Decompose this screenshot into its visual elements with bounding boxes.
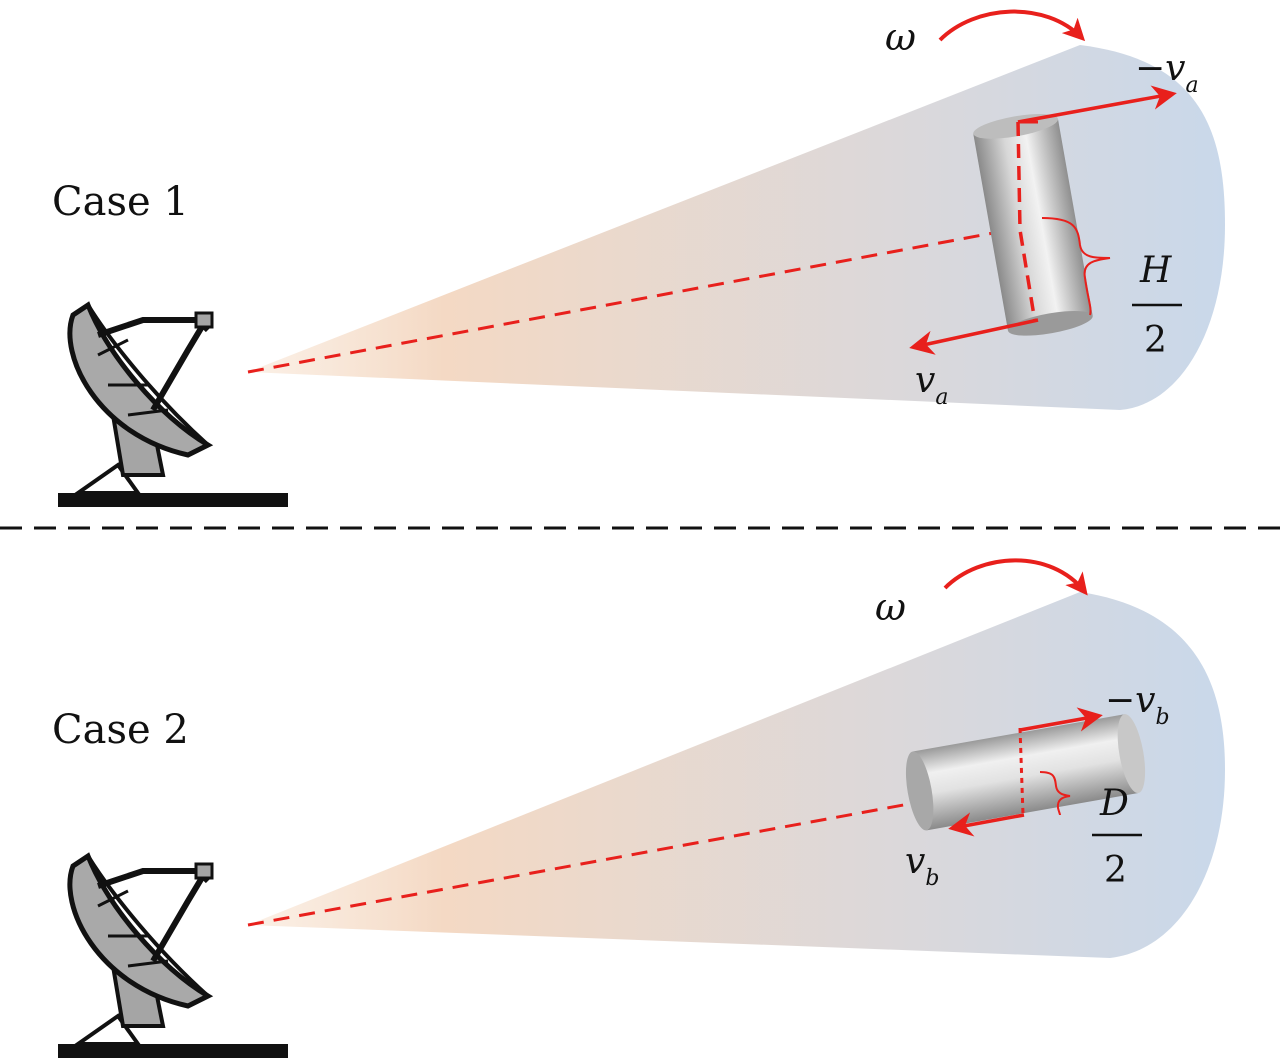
case-1-v-top-label: −va [1135, 48, 1199, 98]
case-1-beam [248, 45, 1225, 410]
rotation-arrow-icon [938, 9, 1086, 42]
rotation-arrow-icon [943, 558, 1088, 596]
case-1-v-top-arrow [1017, 85, 1177, 124]
case-2-omega: ω [875, 585, 906, 629]
case-2-diameter-line [1018, 727, 1025, 816]
case-2-v-bottom-label: vb [905, 841, 939, 891]
case-2-v-bottom-arrow [948, 812, 1025, 837]
radar-antenna-icon [58, 856, 288, 1058]
case-1-fraction-denominator: 2 [1144, 320, 1167, 361]
case-1-fraction-numerator: H [1139, 250, 1172, 291]
case-1-panel: Case 1 ω −va va H 2 [52, 9, 1225, 507]
case-2-brace [1039, 771, 1071, 816]
case-1-v-bottom-label: va [915, 360, 948, 410]
case-1-line-of-sight [247, 226, 1021, 374]
case-2-panel: Case 2 ω −vb vb D 2 [52, 558, 1225, 1058]
case-2-line-of-sight [247, 778, 1041, 927]
case-2-v-top-label: −vb [1105, 680, 1170, 730]
case-1-label: Case 1 [52, 179, 189, 225]
cylinder-target-icon [905, 714, 1146, 831]
case-1-v-bottom-arrow [909, 318, 1039, 355]
case-2-label: Case 2 [52, 707, 189, 753]
case-1-brace [1041, 217, 1111, 316]
case-2-fraction-denominator: 2 [1104, 850, 1127, 891]
radar-antenna-icon [58, 305, 288, 507]
case-2-beam [248, 592, 1225, 958]
case-2-v-top-arrow [1019, 707, 1103, 732]
case-1-omega: ω [885, 15, 916, 59]
case-2-fraction-numerator: D [1099, 783, 1129, 824]
